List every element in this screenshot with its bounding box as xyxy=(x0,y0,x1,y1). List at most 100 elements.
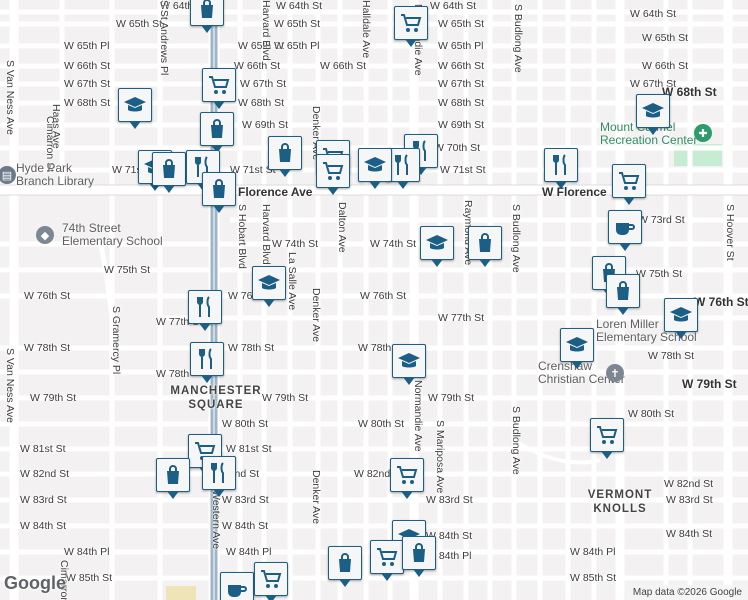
street-label-vertical: Dalton Ave xyxy=(336,202,348,253)
school-icon[interactable] xyxy=(118,88,152,129)
shopping-cart-icon[interactable] xyxy=(202,68,236,109)
street-label: W 67th St xyxy=(64,78,111,90)
street-label: W 67th St xyxy=(438,78,485,90)
street-label: W 83rd St xyxy=(666,494,713,506)
street-label: W 68th St xyxy=(238,97,285,109)
street-label: W 84th Pl xyxy=(426,550,472,562)
shopping-cart-icon[interactable] xyxy=(254,562,288,600)
street-label: W 64th St xyxy=(430,0,477,12)
shopping-bag-icon[interactable] xyxy=(328,546,362,587)
school-icon[interactable] xyxy=(392,344,426,385)
street-label: W 80th St xyxy=(358,418,405,430)
street-label: W 65th St xyxy=(274,18,321,30)
street-label: W 70th St xyxy=(434,142,481,154)
street-label: W 67th St xyxy=(630,78,677,90)
street-label: W 81st St xyxy=(226,443,272,455)
restaurant-icon[interactable] xyxy=(188,290,222,331)
school-icon[interactable] xyxy=(420,226,454,267)
google-logo: Google xyxy=(4,573,66,593)
shopping-cart-icon[interactable] xyxy=(316,154,350,195)
school-icon[interactable] xyxy=(664,298,698,339)
street-label: W 66th St xyxy=(438,60,485,72)
shopping-bag-icon[interactable] xyxy=(268,136,302,177)
street-label: W 65th St xyxy=(438,18,485,30)
street-label: W 84th St xyxy=(222,520,269,532)
coffee-icon[interactable] xyxy=(220,572,254,600)
shopping-cart-icon[interactable] xyxy=(590,418,624,459)
street-label: W 64th St xyxy=(276,0,323,12)
street-label-vertical: S Budlong Ave xyxy=(512,4,524,73)
street-label: W 84th Pl xyxy=(64,546,110,558)
street-label: W 83rd St xyxy=(222,494,269,506)
street-label: W 84th St xyxy=(666,528,713,540)
street-label-vertical: S Budlong Ave xyxy=(510,204,522,273)
street-label: W 68th St xyxy=(662,85,717,99)
street-label-vertical: S St Andrews Pl xyxy=(158,0,170,76)
street-label: W 68th St xyxy=(64,97,111,109)
library-icon: ▤ xyxy=(0,166,16,184)
park-icon: ✚ xyxy=(694,124,712,142)
street-label: W 66th St xyxy=(64,60,111,72)
street-label: W 65th Pl xyxy=(438,40,484,52)
street-label: W 78th xyxy=(156,368,190,380)
shopping-bag-icon[interactable] xyxy=(606,274,640,315)
school-icon[interactable] xyxy=(358,148,392,189)
street-label-vertical: S Hoover St xyxy=(724,204,736,261)
street-label: W 78th St xyxy=(228,342,275,354)
street-label: W 75th St xyxy=(636,268,683,280)
street-label: W 64th St xyxy=(630,8,677,20)
street-label: W 74th St xyxy=(272,238,319,250)
street-label: W 81st St xyxy=(20,443,66,455)
shopping-cart-icon[interactable] xyxy=(612,164,646,205)
street-label-florence: Florence Ave xyxy=(238,185,313,199)
map-attribution[interactable]: Map data ©2026 Google xyxy=(626,585,748,600)
shopping-bag-icon[interactable] xyxy=(402,536,436,577)
street-label: W 76th St xyxy=(24,290,71,302)
street-label: W 69th St xyxy=(242,119,289,131)
street-label: W 69th St xyxy=(438,119,485,131)
school-icon[interactable] xyxy=(636,94,670,135)
street-label: W 79th St xyxy=(428,392,475,404)
street-label-vertical: S Gramercy Pl xyxy=(110,306,122,375)
shopping-bag-icon[interactable] xyxy=(468,226,502,267)
street-label: W 65th Pl xyxy=(64,40,110,52)
restaurant-icon[interactable] xyxy=(190,342,224,383)
street-label: W 85th St xyxy=(570,572,617,584)
coffee-icon[interactable] xyxy=(608,210,642,251)
street-label-vertical: S Van Ness Ave xyxy=(4,60,16,135)
shopping-cart-icon[interactable] xyxy=(390,458,424,499)
street-label: W 84th Pl xyxy=(226,546,272,558)
street-label: W 67th St xyxy=(240,78,287,90)
street-label-vertical: Halldale Ave xyxy=(360,0,372,59)
street-label-florence: W Florence xyxy=(542,185,607,199)
street-label: W 84th St xyxy=(20,520,67,532)
school-icon[interactable] xyxy=(252,266,286,307)
street-label-vertical: La Salle Ave xyxy=(286,252,298,311)
street-label: W 79th St xyxy=(262,392,309,404)
shopping-bag-icon[interactable] xyxy=(190,0,224,33)
school-place-icon: ◆ xyxy=(36,226,54,244)
shopping-bag-icon[interactable] xyxy=(200,112,234,153)
school-icon[interactable] xyxy=(560,328,594,369)
street-label: W 80th St xyxy=(222,418,269,430)
street-label: W 65th St xyxy=(238,40,285,52)
shopping-bag-icon[interactable] xyxy=(202,172,236,213)
shopping-cart-icon[interactable] xyxy=(370,540,404,581)
street-label: W 78th xyxy=(358,342,392,354)
shopping-bag-icon[interactable] xyxy=(156,458,190,499)
restaurant-icon[interactable] xyxy=(202,456,236,497)
restaurant-icon[interactable] xyxy=(544,148,578,189)
shopping-bag-icon[interactable] xyxy=(152,152,186,193)
street-label-vertical: Harvard Blvd xyxy=(260,0,272,61)
street-label-vertical: Harvard Blvd xyxy=(260,204,272,265)
street-label-vertical: Western Ave xyxy=(210,490,222,550)
street-label: W 65th St xyxy=(116,18,163,30)
shopping-cart-icon[interactable] xyxy=(394,6,428,47)
